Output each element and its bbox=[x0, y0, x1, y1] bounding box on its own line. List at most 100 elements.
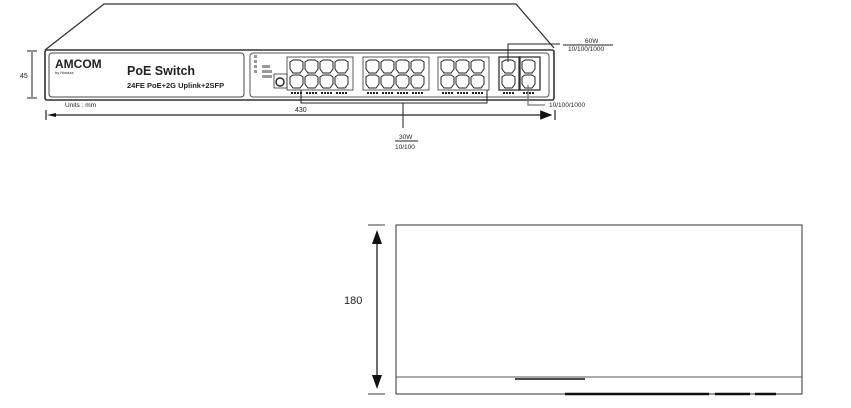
port-group bbox=[362, 56, 430, 91]
port-led bbox=[503, 92, 505, 94]
port-led bbox=[463, 92, 465, 94]
port-group bbox=[498, 56, 521, 91]
rj45-port-icon bbox=[521, 74, 536, 89]
chassis-top-outline bbox=[44, 3, 555, 51]
rj45-port-icon bbox=[380, 59, 395, 74]
port-led bbox=[509, 92, 511, 94]
port-led bbox=[466, 92, 468, 94]
height-dimension bbox=[27, 50, 37, 99]
port-led bbox=[321, 92, 323, 94]
rj45-port-icon bbox=[365, 74, 380, 89]
rj45-port-icon bbox=[319, 59, 334, 74]
port-led bbox=[385, 92, 387, 94]
rj45-port-icon bbox=[410, 74, 425, 89]
top-view bbox=[395, 224, 803, 396]
port-led bbox=[367, 92, 369, 94]
width-dimension bbox=[45, 110, 556, 120]
port-led bbox=[457, 92, 459, 94]
port-led bbox=[294, 92, 296, 94]
port-led bbox=[297, 92, 299, 94]
rj45-port-icon bbox=[395, 74, 410, 89]
rj45-port-icon bbox=[501, 74, 516, 89]
port-led bbox=[400, 92, 402, 94]
callout-uplink-speed: 10/100/1000 bbox=[549, 102, 586, 109]
rj45-port-icon bbox=[455, 59, 470, 74]
rj45-port-icon bbox=[470, 74, 485, 89]
port-led bbox=[339, 92, 341, 94]
port-group bbox=[286, 56, 354, 91]
port-led bbox=[526, 92, 528, 94]
port-led bbox=[448, 92, 450, 94]
product-title: PoE Switch bbox=[127, 64, 195, 78]
reset-button-icon bbox=[275, 77, 285, 87]
rj45-port-icon bbox=[380, 74, 395, 89]
top-view-outline bbox=[395, 224, 803, 395]
rj45-port-icon bbox=[334, 59, 349, 74]
port-led bbox=[529, 92, 531, 94]
brand-sub: by Hiwaza bbox=[55, 70, 74, 75]
port-led bbox=[373, 92, 375, 94]
callout-lines bbox=[300, 43, 613, 142]
port-led bbox=[451, 92, 453, 94]
rj45-port-icon bbox=[289, 74, 304, 89]
port-led bbox=[472, 92, 474, 94]
port-led bbox=[403, 92, 405, 94]
rj45-port-icon bbox=[455, 74, 470, 89]
port-led bbox=[445, 92, 447, 94]
port-led bbox=[512, 92, 514, 94]
rj45-port-icon bbox=[304, 59, 319, 74]
width-dim-label: 430 bbox=[295, 107, 307, 114]
depth-dim-label: 180 bbox=[344, 295, 362, 307]
port-led bbox=[388, 92, 390, 94]
port-led bbox=[397, 92, 399, 94]
port-led bbox=[324, 92, 326, 94]
port-led bbox=[460, 92, 462, 94]
port-led bbox=[327, 92, 329, 94]
port-led bbox=[478, 92, 480, 94]
port-led bbox=[376, 92, 378, 94]
port-group bbox=[437, 56, 490, 91]
rj45-port-icon bbox=[470, 59, 485, 74]
rj45-port-icon bbox=[440, 59, 455, 74]
port-led bbox=[421, 92, 423, 94]
height-dim-label: 45 bbox=[20, 73, 28, 80]
port-group bbox=[518, 56, 541, 91]
port-led bbox=[342, 92, 344, 94]
rj45-port-icon bbox=[319, 74, 334, 89]
port-led bbox=[506, 92, 508, 94]
port-led bbox=[315, 92, 317, 94]
port-led bbox=[418, 92, 420, 94]
label-plate bbox=[48, 52, 245, 98]
port-led bbox=[291, 92, 293, 94]
rj45-port-icon bbox=[410, 59, 425, 74]
rj45-port-icon bbox=[501, 59, 516, 74]
port-led bbox=[406, 92, 408, 94]
rj45-port-icon bbox=[365, 59, 380, 74]
port-led bbox=[412, 92, 414, 94]
port-led bbox=[391, 92, 393, 94]
led-indicators bbox=[254, 55, 272, 78]
callout-60w-speed: 10/100/1000 bbox=[568, 46, 605, 53]
port-led bbox=[345, 92, 347, 94]
brand-logo: AMCOM bbox=[55, 57, 102, 71]
callout-30w-speed: 10/100 bbox=[395, 144, 415, 151]
port-led bbox=[415, 92, 417, 94]
rj45-port-icon bbox=[334, 74, 349, 89]
port-led bbox=[370, 92, 372, 94]
units-label: Units : mm bbox=[65, 102, 96, 109]
port-led bbox=[382, 92, 384, 94]
rj45-port-icon bbox=[289, 59, 304, 74]
product-subtitle: 24FE PoE+2G Uplink+2SFP bbox=[127, 81, 224, 90]
port-led bbox=[309, 92, 311, 94]
rj45-ports bbox=[286, 56, 541, 94]
port-led bbox=[306, 92, 308, 94]
port-led bbox=[532, 92, 534, 94]
port-led bbox=[523, 92, 525, 94]
port-led bbox=[330, 92, 332, 94]
depth-dimension bbox=[368, 224, 385, 395]
callout-30w-power: 30W bbox=[399, 134, 413, 141]
rj45-port-icon bbox=[395, 59, 410, 74]
callout-60w-power: 60W bbox=[585, 38, 599, 45]
port-led bbox=[481, 92, 483, 94]
